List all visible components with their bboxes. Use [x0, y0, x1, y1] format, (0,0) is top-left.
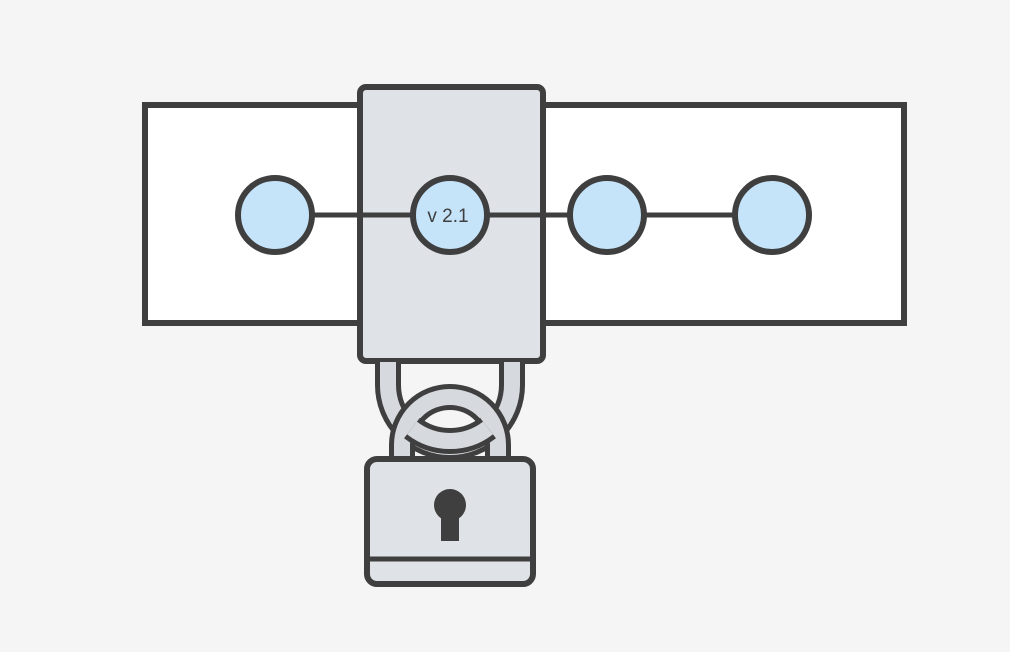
keyhole-icon	[434, 489, 466, 541]
version-label: v 2.1	[427, 206, 468, 227]
timeline-node-3	[567, 175, 647, 255]
timeline-node-4	[732, 175, 812, 255]
timeline-node-2	[410, 175, 490, 255]
timeline-node-1	[235, 175, 315, 255]
padlock-icon	[364, 456, 536, 587]
padlock-shackle-icon	[389, 384, 511, 462]
chain-link-overlap	[404, 417, 496, 454]
